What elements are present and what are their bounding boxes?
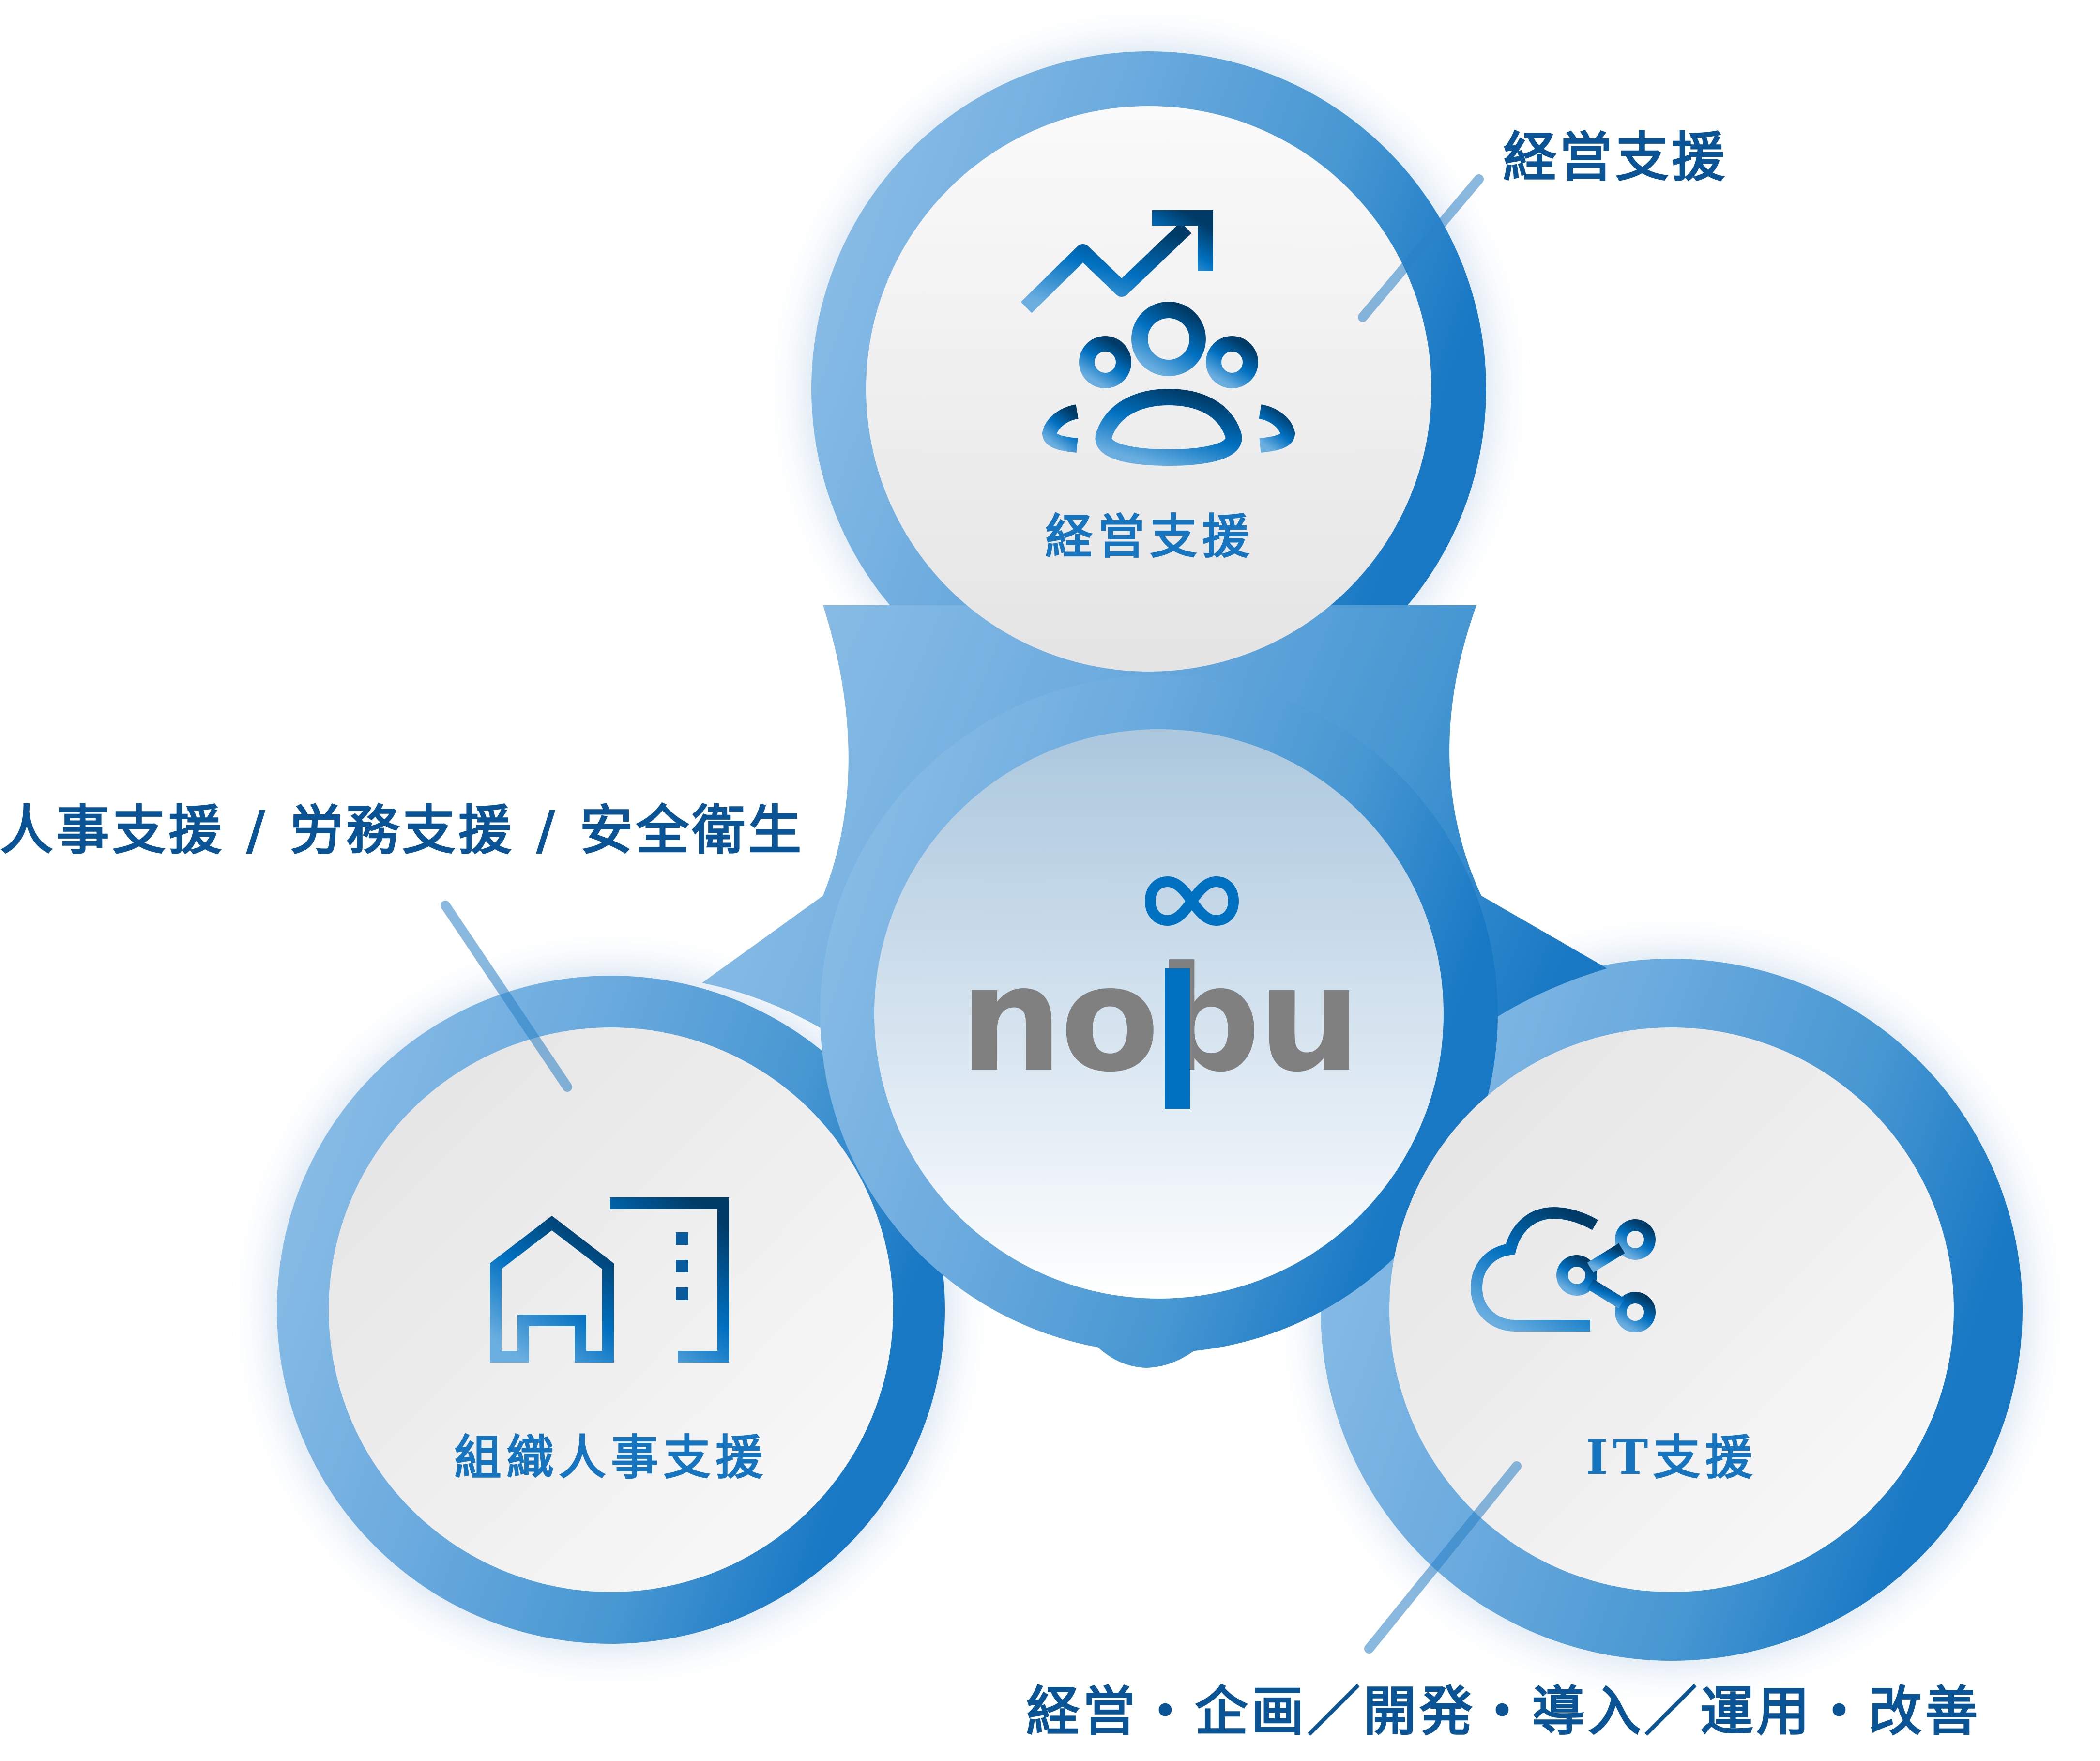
logo-letter-n: n — [959, 935, 1063, 1104]
leader-line-management — [1358, 174, 1484, 322]
callout-it: 経営・企画／開発・導入／運用・改善 — [1026, 1680, 1981, 1743]
node-circle-it — [1389, 1027, 1954, 1592]
growth-chart-team-icon — [1020, 210, 1295, 466]
node-circle-management — [866, 106, 1431, 672]
leader-line-it — [1364, 1461, 1522, 1654]
callout-management: 経営支援 — [1503, 126, 1728, 188]
leader-lines — [441, 174, 1522, 1654]
logo-accent-bar — [1164, 968, 1190, 1109]
infinity-icon — [1144, 876, 1239, 926]
logo-letter-u: u — [1258, 935, 1361, 1104]
logo-letter-o: o — [1060, 935, 1160, 1104]
leader-line-hr — [441, 901, 572, 1092]
cloud-share-icon — [1470, 1207, 1656, 1332]
house-building-icon — [490, 1197, 729, 1363]
center-circle — [874, 729, 1444, 1299]
node-label-management: 経営支援 — [1045, 509, 1255, 565]
node-label-hr: 組織人事支援 — [454, 1430, 768, 1485]
node-label-it: IT支援 — [1585, 1430, 1758, 1485]
callout-hr: 人事支援 / 労務支援 / 安全衛生 — [0, 799, 805, 861]
logo-letter-b-wrap: b — [1144, 876, 1261, 1109]
